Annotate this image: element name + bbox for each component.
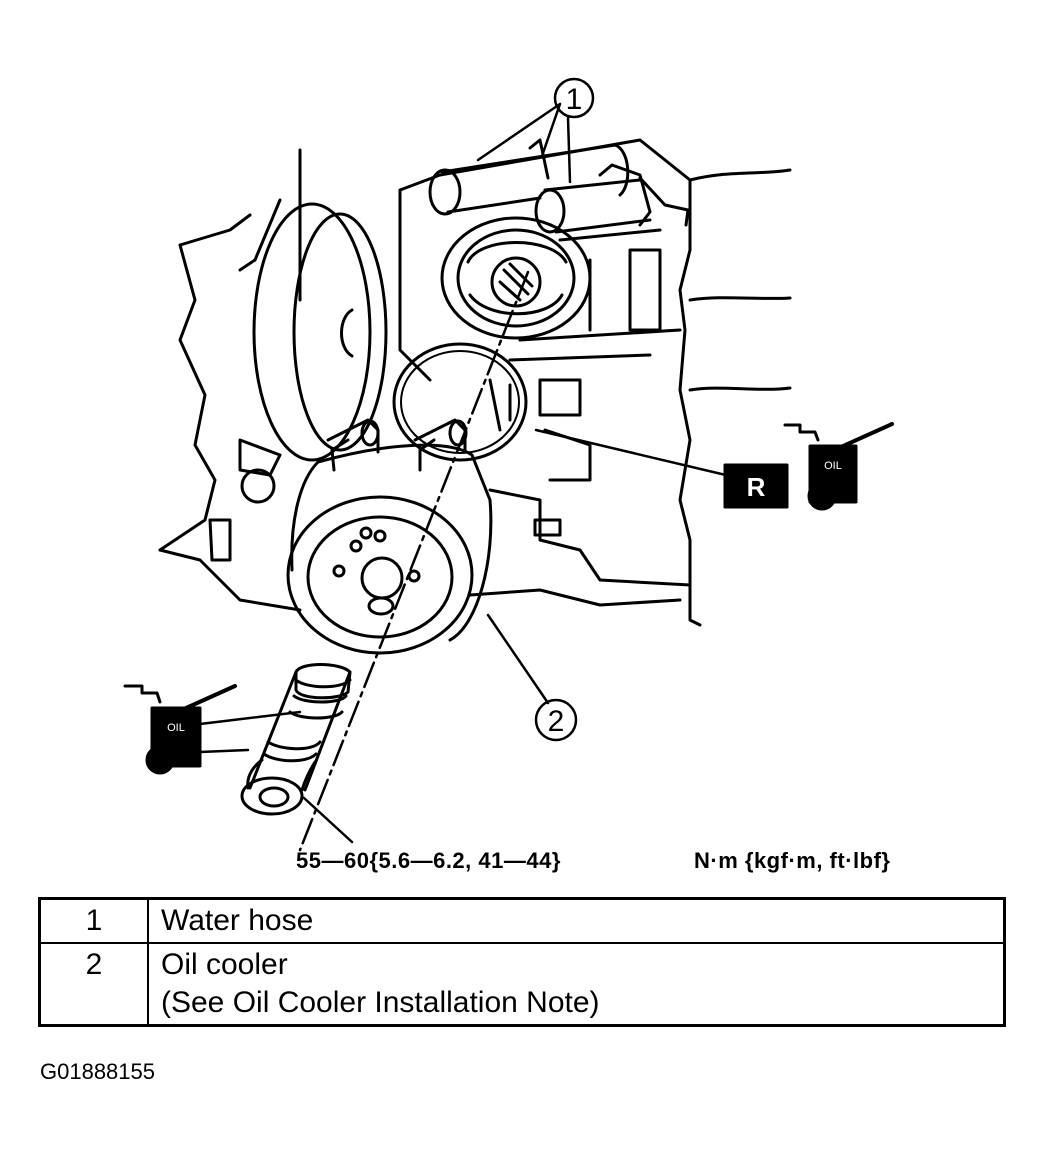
svg-text:R: R [747, 472, 766, 502]
leader-lines [198, 102, 732, 844]
legend-row: 2 Oil cooler (See Oil Cooler Installatio… [38, 942, 1006, 1027]
engine-block [158, 138, 792, 627]
legend-line: (See Oil Cooler Installation Note) [161, 986, 600, 1019]
oil-filter-mount [440, 216, 592, 340]
callout-2: 2 [534, 698, 578, 742]
torque-units: N·m {kgf·m, ft·lbf} [694, 848, 891, 873]
legend-number: 2 [38, 942, 149, 1027]
callout-1: 1 [553, 77, 595, 119]
svg-text:OIL: OIL [167, 722, 185, 734]
water-hose [428, 138, 690, 234]
parts-legend-table: 1 Water hose 2 Oil cooler (See Oil Coole… [38, 897, 1006, 1027]
legend-description: Oil cooler (See Oil Cooler Installation … [147, 942, 1006, 1027]
center-bolt [240, 663, 352, 816]
oil-cooler [286, 418, 493, 655]
crank-pulley [252, 202, 388, 462]
legend-line: Oil cooler [161, 948, 288, 981]
legend-row: 1 Water hose [38, 897, 1006, 944]
replace-badge: R [723, 463, 789, 509]
legend-number: 1 [38, 897, 149, 944]
svg-text:2: 2 [548, 705, 565, 738]
oil-can-icon: OIL [783, 422, 894, 511]
svg-text:OIL: OIL [824, 460, 842, 472]
oil-can-icon-left: OIL [123, 684, 237, 775]
svg-text:1: 1 [566, 83, 583, 116]
legend-line: Water hose [161, 904, 314, 937]
torque-spec: 55—60{5.6—6.2, 41—44} [296, 848, 561, 873]
alignment-line [298, 270, 530, 852]
o-ring-gasket [392, 342, 528, 462]
legend-description: Water hose [147, 897, 1006, 944]
figure-id: G01888155 [40, 1059, 155, 1084]
